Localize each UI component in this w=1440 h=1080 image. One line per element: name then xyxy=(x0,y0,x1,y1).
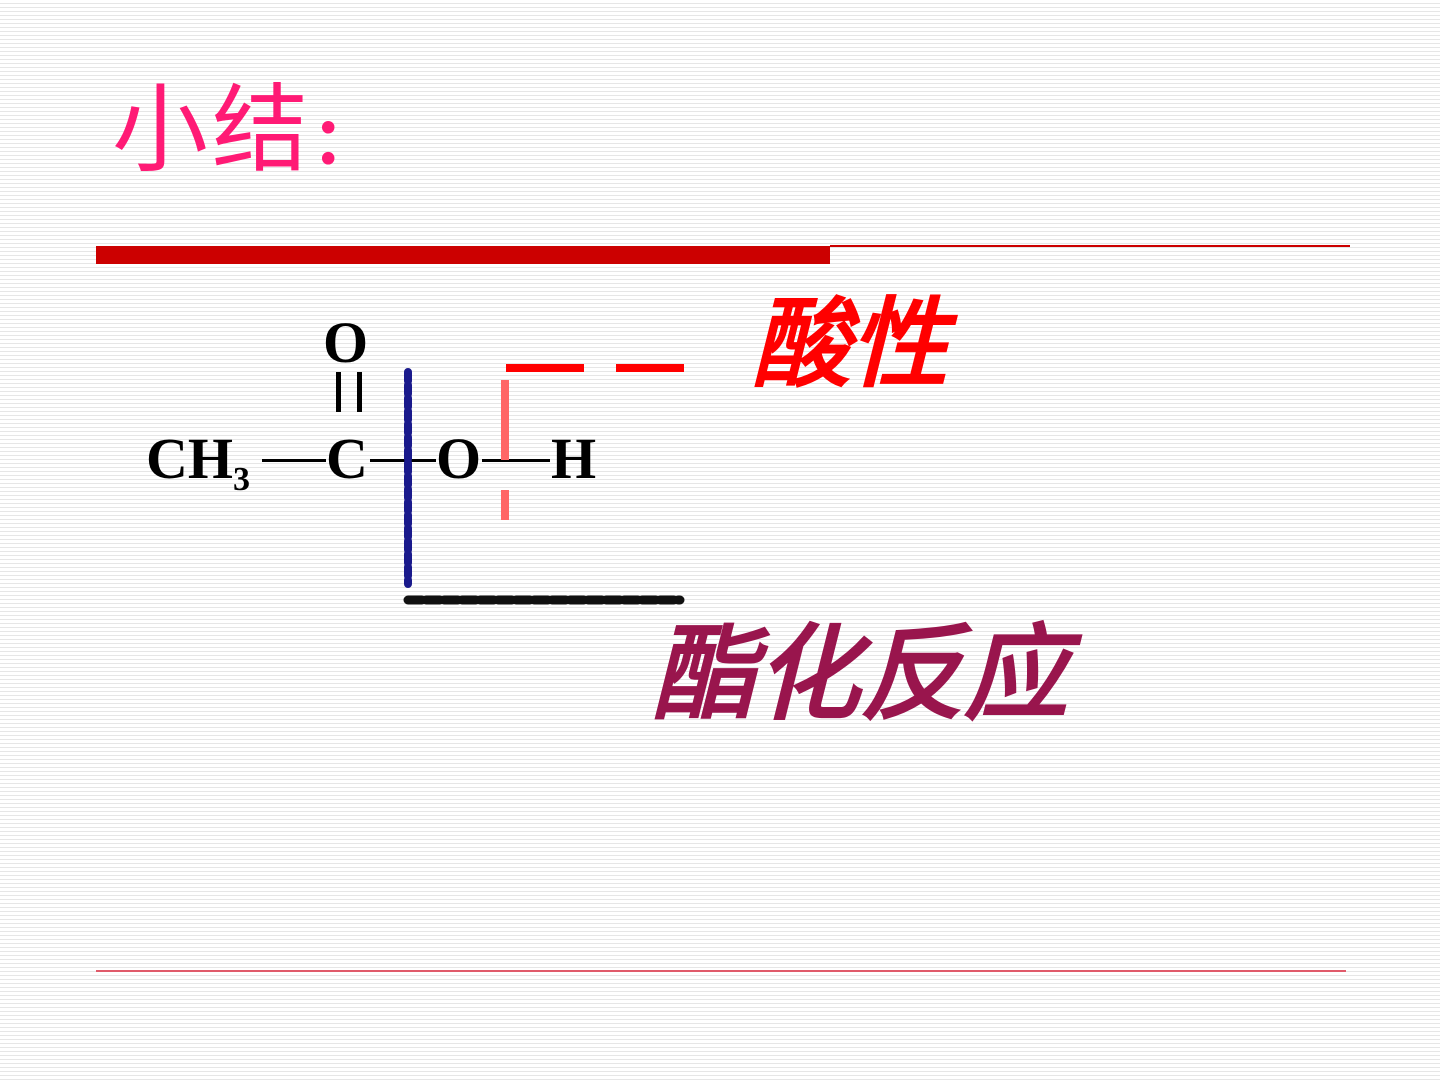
carbonyl-oxygen: O xyxy=(323,310,369,375)
bond-c-o xyxy=(370,459,436,462)
acidity-label: 酸性 xyxy=(752,288,949,402)
title-underline-thin xyxy=(830,245,1350,247)
footer-rule xyxy=(96,970,1346,972)
carbonyl-carbon: C xyxy=(326,426,368,491)
hydroxyl-oxygen: O xyxy=(436,426,482,491)
hydroxyl-hydrogen: H xyxy=(551,426,597,491)
esterification-label: 酯化反应 xyxy=(652,613,1069,735)
double-bond-line-left xyxy=(336,372,341,412)
slide-title: 小结: xyxy=(112,74,349,186)
bond-o-h xyxy=(482,459,550,462)
double-bond-line-right xyxy=(357,372,362,412)
methyl-group: CH3 xyxy=(146,426,250,498)
title-underline-thick xyxy=(96,246,830,264)
bond-ch3-c xyxy=(262,459,326,462)
